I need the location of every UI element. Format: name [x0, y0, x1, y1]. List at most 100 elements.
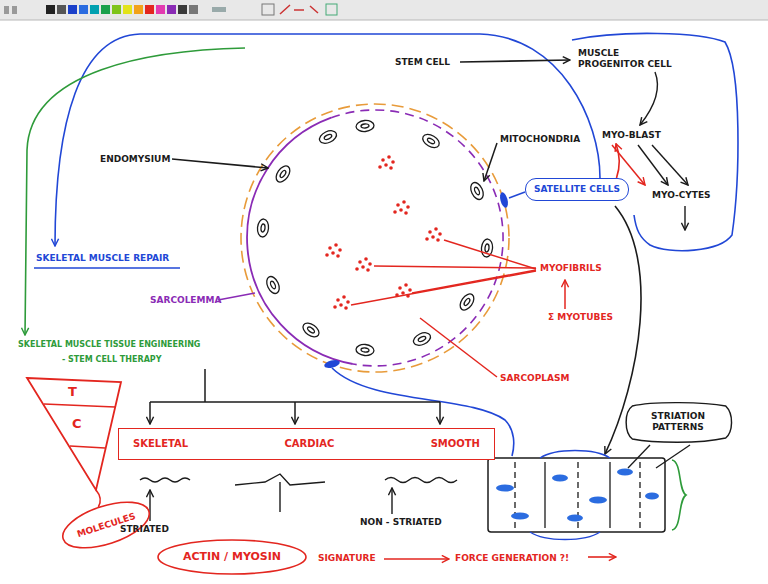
satellite-cell: [499, 191, 510, 208]
toolbar: [90, 5, 99, 14]
cell-lineage-region-outline: [652, 145, 688, 185]
leader-line: [444, 240, 536, 269]
tier-letter: T: [68, 384, 77, 400]
fiber-squiggle: [140, 478, 190, 482]
toolbar: [79, 5, 88, 14]
nucleus: [257, 120, 494, 357]
nucleus: [468, 181, 486, 202]
striated-fiber: [645, 493, 659, 500]
note-label: FORCE GENERATION ?!: [455, 553, 569, 564]
myofibril-dots: [333, 295, 350, 310]
nucleus: [356, 120, 375, 133]
myocyte-label: MYO-CYTES: [652, 190, 711, 201]
leader-line: [420, 318, 497, 377]
satellite-label: SATELLITE CELLS: [534, 184, 620, 195]
nucleus: [463, 298, 471, 307]
myoblast-label: MYO-BLAST: [602, 130, 661, 141]
toolbar: [134, 5, 143, 14]
toolbar: [0, 0, 768, 20]
leader-line: [218, 293, 255, 300]
myofibril-dots: [425, 227, 442, 242]
nucleus: [473, 187, 480, 196]
toolbar: [4, 6, 9, 14]
note-label: SIGNATURE: [318, 553, 376, 564]
flow-arrow: [588, 556, 616, 558]
fiber-squiggle: [235, 474, 325, 512]
nucleus: [264, 275, 282, 296]
topic-label: SKELETAL MUSCLE TISSUE ENGINEERING: [18, 340, 200, 350]
striated-fiber: [628, 445, 650, 468]
leader-line: [564, 280, 566, 309]
actin-myosin-ellipse-outline: [158, 540, 306, 574]
flow-arrow: [25, 48, 245, 335]
flow-arrow: [460, 60, 570, 62]
nucleus: [356, 120, 375, 133]
toolbar: [189, 5, 198, 14]
satellite-cell: [323, 359, 340, 370]
branch-bracket: [204, 369, 206, 402]
striated-fiber: [567, 515, 583, 522]
part-label: MYOFIBRILS: [540, 263, 602, 274]
part-label: SARCOLEMMA: [150, 295, 221, 306]
type-label: STRIATED: [120, 524, 169, 535]
actin-myosin-ellipse: ACTIN / MYOSIN: [156, 538, 308, 576]
toolbar: [145, 5, 154, 14]
leader-line: [34, 267, 180, 269]
toolbar: [212, 7, 226, 12]
toolbar: [12, 6, 17, 14]
branch-bracket: [150, 369, 440, 424]
leader-line: [374, 266, 536, 268]
leader-line: [172, 159, 268, 168]
satellite-box: SATELLITE CELLS: [525, 178, 629, 201]
callout-bubble: STRIATION PATTERNS: [622, 400, 734, 444]
nucleus: [264, 275, 282, 296]
fiber-squiggle: [140, 474, 457, 521]
cell-lineage-region-outline: [684, 206, 685, 230]
toolbar: [112, 5, 121, 14]
callout-bubble-outline: [626, 403, 731, 443]
toolbar: [156, 5, 165, 14]
nucleus: [300, 320, 321, 339]
myofibril-dots: [378, 155, 395, 170]
myofibril-dots: [325, 155, 442, 310]
striated-fiber: [488, 458, 665, 532]
nucleus: [257, 219, 270, 238]
toolbar: [178, 5, 187, 14]
nucleus: [269, 281, 276, 290]
fiber-squiggle: [391, 488, 392, 514]
nucleus: [273, 163, 292, 184]
striated-fiber: [530, 532, 600, 540]
toolbar: [101, 5, 110, 14]
muscle-type: SMOOTH: [431, 438, 480, 450]
cell-lineage-region-outline: [640, 72, 657, 125]
nucleus: [468, 181, 486, 202]
toolbar: [57, 5, 66, 14]
toolbar: [68, 5, 77, 14]
part-label: Σ MYOTUBES: [548, 312, 613, 323]
nucleus: [420, 132, 441, 151]
nucleus: [300, 320, 321, 339]
ellipse-label: ACTIN / MYOSIN: [183, 550, 281, 563]
toolbar: [326, 4, 337, 15]
nucleus: [279, 170, 287, 179]
nucleus: [457, 291, 476, 312]
flow-arrow: [55, 34, 600, 246]
funnel-triangle-outline: [27, 378, 121, 490]
toolbar: [0, 20, 768, 21]
nucleus: [361, 124, 369, 129]
leader-line: [484, 143, 497, 181]
toolbar: [123, 5, 132, 14]
cell-membrane-ring: [241, 104, 509, 372]
funnel-triangle-outline: [44, 404, 115, 448]
nucleus: [356, 344, 375, 357]
nucleus: [318, 128, 339, 146]
toolbar: [280, 5, 318, 14]
type-label: NON - STRIATED: [360, 517, 442, 528]
process-label: STEM CELL: [395, 57, 450, 68]
topic-label: SKELETAL MUSCLE REPAIR: [36, 253, 169, 264]
funnel-triangle: TC: [24, 374, 124, 494]
striated-fiber: [496, 485, 514, 492]
progenitor-label: MUSCLE PROGENITOR CELL: [578, 48, 683, 70]
